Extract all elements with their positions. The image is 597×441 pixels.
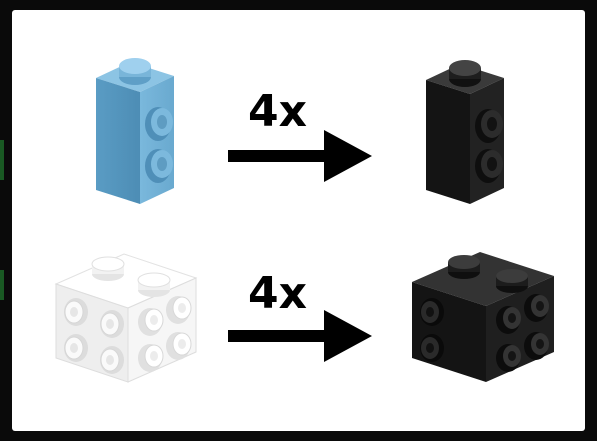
arrow-right-icon	[228, 128, 378, 188]
target-brick-1	[418, 46, 528, 216]
source-brick-2	[46, 232, 216, 392]
left-edge-artifact	[0, 270, 4, 300]
left-edge-artifact	[0, 140, 4, 180]
target-brick-2	[402, 228, 572, 398]
source-brick-1	[88, 44, 198, 214]
instruction-panel: 4x	[12, 10, 585, 431]
arrow-right-icon	[228, 308, 378, 368]
